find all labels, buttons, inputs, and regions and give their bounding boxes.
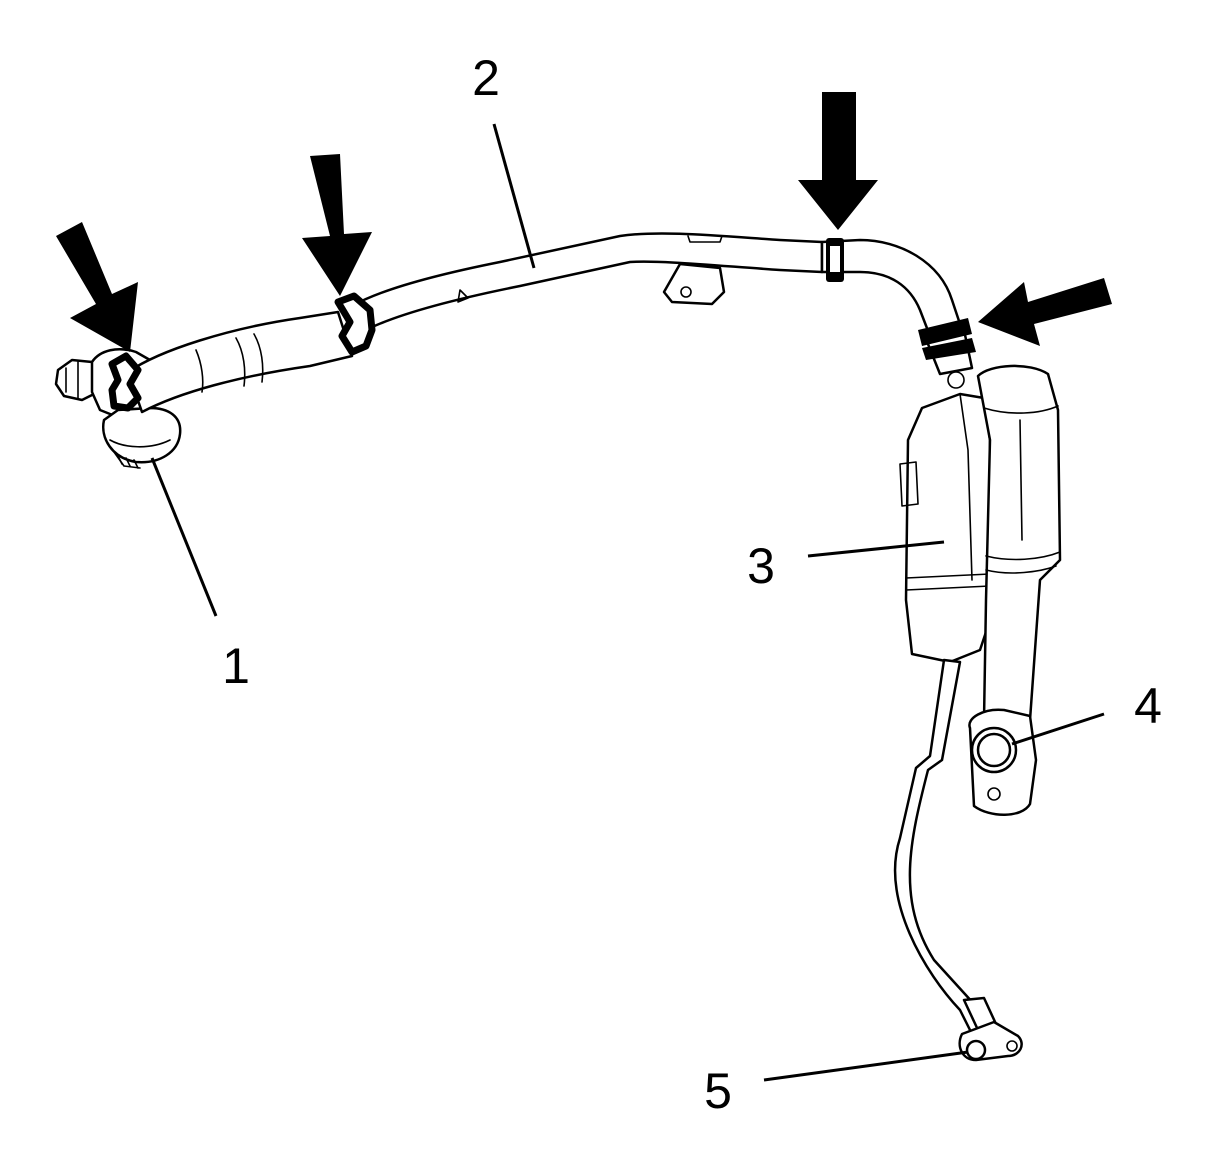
callout-2: 2 [472, 50, 500, 106]
arrows [56, 92, 1112, 352]
vent-hose [126, 232, 974, 414]
callout-3: 3 [747, 538, 775, 594]
callout-1: 1 [222, 638, 250, 694]
leader-lines [150, 123, 1105, 1082]
callout-labels: 1 2 3 4 5 [222, 50, 1162, 1119]
arrow-down-icon [302, 154, 372, 296]
leader-3 [807, 540, 945, 558]
leader-1 [150, 457, 218, 617]
leader-2 [492, 123, 536, 269]
callout-5: 5 [704, 1063, 732, 1119]
clamp-right [918, 318, 972, 346]
clamp-mid [334, 292, 376, 356]
hose-clamps [108, 238, 976, 412]
arrow-down-icon [798, 92, 878, 230]
callout-4: 4 [1134, 678, 1162, 734]
evap-canister [899, 364, 1062, 816]
clamp-left [108, 352, 142, 412]
lower-vent-tube [894, 658, 1023, 1062]
arrow-left-icon [978, 278, 1112, 346]
arrow-down-right-icon [56, 222, 138, 352]
leader-4 [1011, 712, 1105, 746]
leader-5 [763, 1050, 969, 1082]
